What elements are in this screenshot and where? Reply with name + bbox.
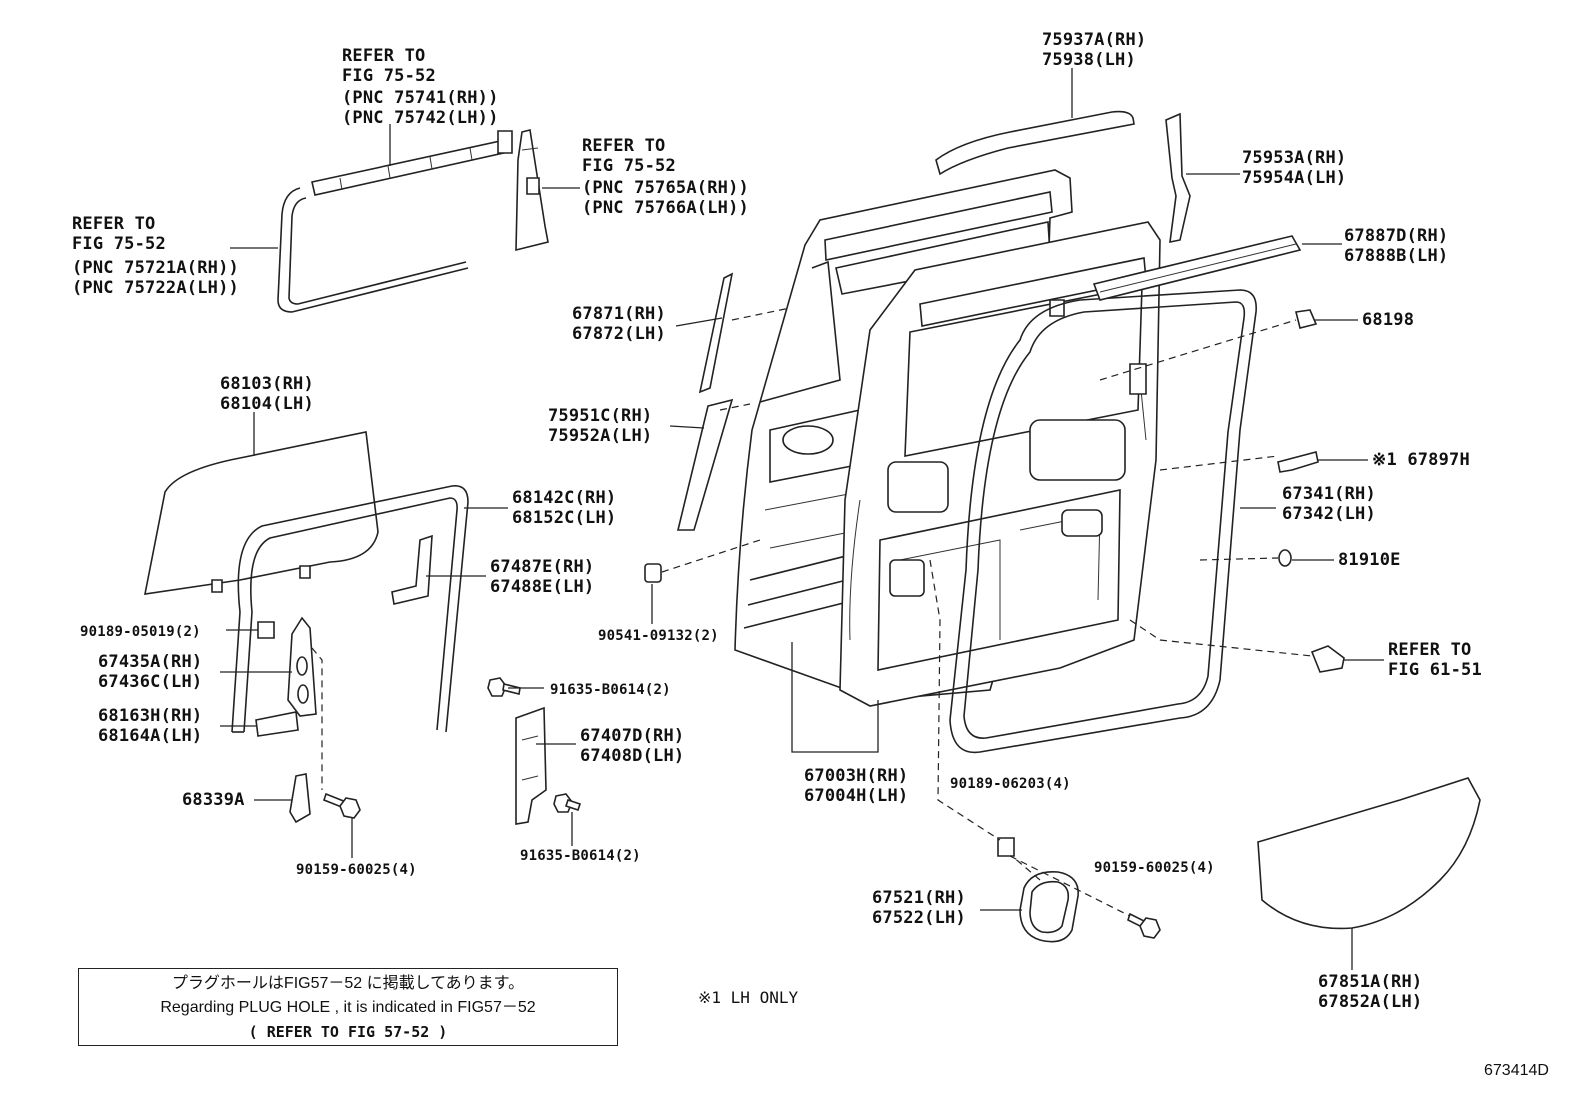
bracket-68339a-part xyxy=(290,774,310,822)
division-bar-part xyxy=(516,130,548,250)
part-label-68163h: 68163H(RH)68164A(LH) xyxy=(98,706,203,746)
part-label-75937a: 75937A(RH)75938(LH) xyxy=(1042,30,1147,70)
part-label-75951c: 75951C(RH)75952A(LH) xyxy=(548,406,653,446)
roof-weatherstrip-part xyxy=(936,112,1134,174)
garnish-67871-part xyxy=(700,274,732,392)
courtesy-switch-part xyxy=(1312,646,1344,672)
part-label-91635-bottom: 91635-B0614(2) xyxy=(520,848,641,864)
part-label-67003h: 67003H(RH)67004H(LH) xyxy=(804,766,909,806)
part-label-67871: 67871(RH)67872(LH) xyxy=(572,304,666,344)
part-label-75953a: 75953A(RH)75954A(LH) xyxy=(1242,148,1347,188)
bolt-91635-top-part xyxy=(488,678,520,696)
pnc-label-75765a: (PNC 75765A(RH))(PNC 75766A(LH)) xyxy=(582,178,749,218)
door-shell-part xyxy=(840,222,1160,706)
grommet-90541-part xyxy=(645,564,661,582)
part-label-90541: 90541-09132(2) xyxy=(598,628,719,644)
opening-weatherstrip-part xyxy=(950,290,1256,752)
leader-lines xyxy=(220,68,1384,970)
part-label-68198: 68198 xyxy=(1362,310,1415,330)
cap-68198-part xyxy=(1296,310,1316,328)
plug-hole-note: プラグホールはFIG57－52 に掲載してあります。 Regarding PLU… xyxy=(78,968,618,1046)
clip-05019-part xyxy=(258,622,274,638)
note-refer: ( REFER TO FIG 57-52 ) xyxy=(248,1023,448,1041)
bolt-91635-bottom-part xyxy=(554,794,580,812)
note-english: Regarding PLUG HOLE , it is indicated in… xyxy=(160,999,536,1016)
pnc-label-75721a: (PNC 75721A(RH))(PNC 75722A(LH)) xyxy=(72,258,239,298)
door-glass-part xyxy=(145,432,378,594)
clip-67897h-part xyxy=(1278,452,1318,472)
clip-06203-part xyxy=(998,838,1014,856)
garnish-75951c-part xyxy=(678,400,732,530)
part-label-81910e: 81910E xyxy=(1338,550,1401,570)
part-label-67851a: 67851A(RH)67852A(LH) xyxy=(1318,972,1423,1012)
pnc-label-75741: (PNC 75741(RH))(PNC 75742(LH)) xyxy=(342,88,499,128)
rear-weatherstrip-part xyxy=(1166,114,1190,242)
part-label-67435a: 67435A(RH)67436C(LH) xyxy=(98,652,203,692)
part-label-90159-left: 90159-60025(4) xyxy=(296,862,417,878)
regulator-bracket-part xyxy=(288,618,316,716)
left-frame-molding-part xyxy=(278,188,468,312)
lh-only-footnote: ※1 LH ONLY xyxy=(698,988,799,1007)
part-label-67341: 67341(RH)67342(LH) xyxy=(1282,484,1376,524)
note-japanese: プラグホールはFIG57－52 に掲載してあります。 xyxy=(171,975,525,992)
bolt-90159-left-part xyxy=(324,794,360,818)
part-label-67521: 67521(RH)67522(LH) xyxy=(872,888,966,928)
part-label-90189-06203: 90189-06203(4) xyxy=(950,776,1071,792)
part-label-67897h: ※1 67897H xyxy=(1372,450,1470,470)
part-label-68142c: 68142C(RH)68152C(LH) xyxy=(512,488,617,528)
part-label-67487e: 67487E(RH)67488E(LH) xyxy=(490,557,595,597)
belt-molding-part xyxy=(1094,236,1300,300)
stopper-part xyxy=(256,712,298,736)
hole-cover-part xyxy=(1258,778,1480,928)
lower-sash-channel-part xyxy=(516,708,546,824)
part-label-91635-top: 91635-B0614(2) xyxy=(550,682,671,698)
plug-81910e-part xyxy=(1279,550,1291,566)
figure-id: 673414D xyxy=(1484,1062,1549,1079)
upper-frame-molding-part xyxy=(312,131,512,195)
bolt-90159-right-part xyxy=(1128,914,1160,938)
inside-handle-part xyxy=(1020,872,1078,942)
part-label-68103: 68103(RH)68104(LH) xyxy=(220,374,314,414)
part-label-90189-05019: 90189-05019(2) xyxy=(80,624,201,640)
part-label-67407d: 67407D(RH)67408D(LH) xyxy=(580,726,685,766)
part-label-90159-right: 90159-60025(4) xyxy=(1094,860,1215,876)
part-label-68339a: 68339A xyxy=(182,790,245,810)
installation-lines xyxy=(312,308,1312,916)
part-label-67887d: 67887D(RH)67888B(LH) xyxy=(1344,226,1449,266)
glass-bracket-part xyxy=(392,536,432,604)
